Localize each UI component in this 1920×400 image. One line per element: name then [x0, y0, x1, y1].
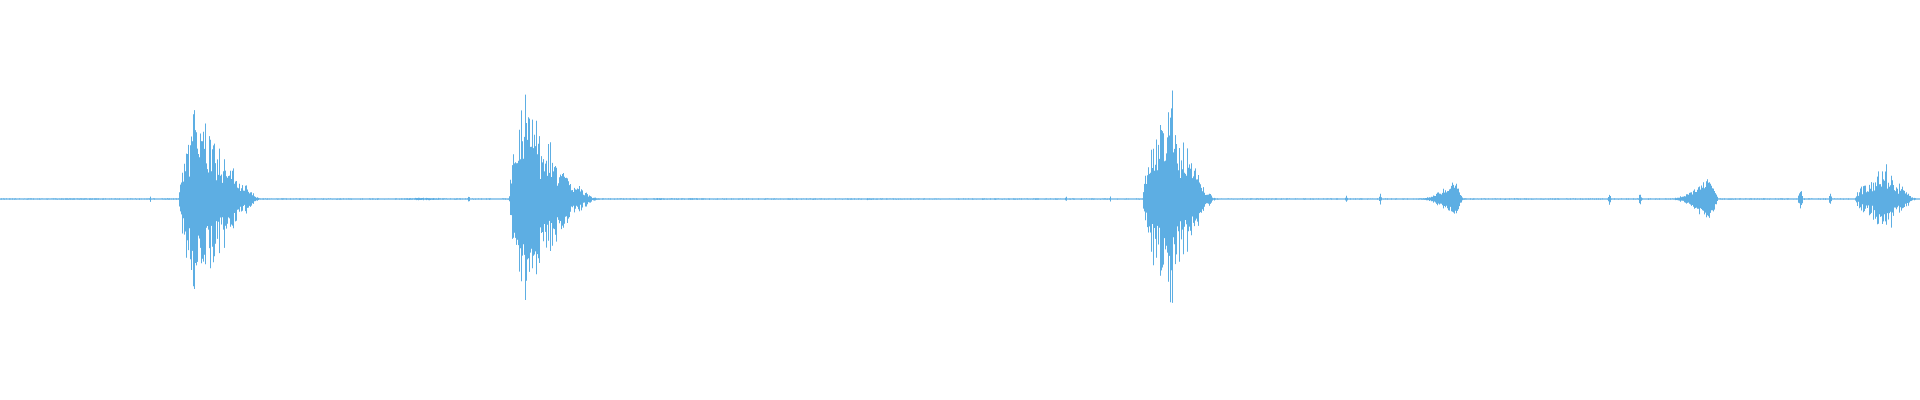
waveform-path — [0, 90, 1920, 303]
waveform-samples — [0, 90, 1920, 303]
